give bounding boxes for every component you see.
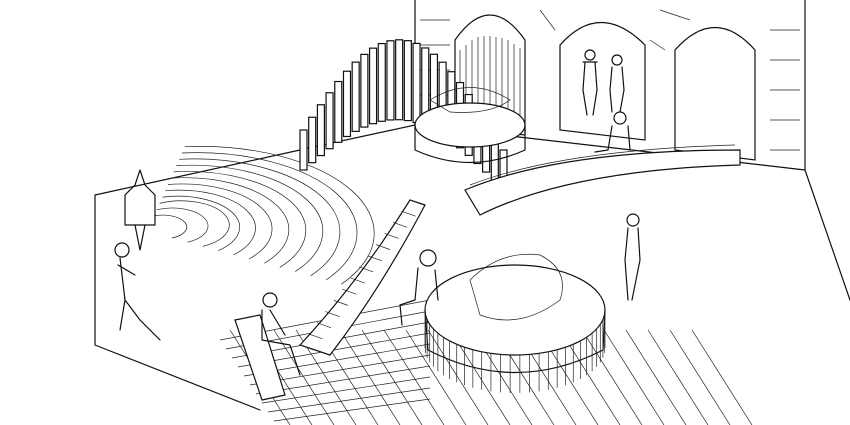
timber-post <box>403 40 412 122</box>
paving-line <box>405 329 467 425</box>
timber-post <box>325 92 334 150</box>
timber-post <box>351 61 360 132</box>
bench-slat <box>367 255 382 262</box>
paving-ring <box>181 152 358 281</box>
bench-slat <box>316 322 332 329</box>
paving-line <box>669 329 731 425</box>
paving-ring <box>165 189 256 256</box>
timber-post <box>334 80 343 143</box>
bench-slat <box>384 233 399 239</box>
bench-slat <box>342 288 357 295</box>
timber-post <box>368 47 378 125</box>
timber-post <box>299 129 308 171</box>
bench-slat <box>308 333 323 340</box>
small-bench <box>234 314 286 401</box>
paving-ring <box>173 171 307 268</box>
paving-ring <box>179 158 341 277</box>
seated-man <box>399 249 439 326</box>
bench-slat <box>299 344 315 351</box>
bench-slat <box>333 300 348 306</box>
paving-ring <box>170 177 290 264</box>
circular-paving <box>153 146 375 285</box>
timber-post <box>412 42 421 124</box>
bench-slat <box>376 244 391 250</box>
lantern-post <box>124 169 156 251</box>
seated-person-arcade <box>594 111 631 153</box>
paving-line <box>255 365 431 395</box>
curved-slatted-bench <box>298 199 426 356</box>
paving-line <box>267 387 431 413</box>
paving-ring <box>159 200 230 247</box>
standing-couple <box>582 49 625 116</box>
bench-slat <box>350 277 365 284</box>
paving-ring <box>153 214 188 239</box>
paving-ring <box>162 195 240 251</box>
paving-line <box>691 329 753 425</box>
paving-line <box>647 329 709 425</box>
seated-person-bench <box>261 292 301 376</box>
round-planter <box>424 253 606 393</box>
paving-ring <box>184 146 375 285</box>
paving-line <box>261 376 431 404</box>
paving-line <box>361 329 423 425</box>
bench-slat <box>409 199 425 206</box>
upper-planter <box>414 87 526 163</box>
paving-line <box>273 398 431 422</box>
timber-post <box>316 104 325 157</box>
bench-slat <box>325 311 340 317</box>
paving-ring <box>167 183 273 260</box>
paving-line <box>603 329 665 425</box>
paving-line <box>625 329 687 425</box>
paving-ring <box>176 164 324 272</box>
walking-person <box>114 242 161 341</box>
paving-line <box>339 329 401 425</box>
bench-slat <box>392 221 408 228</box>
standing-woman <box>624 213 641 301</box>
timber-post <box>342 70 352 138</box>
paving-line <box>273 329 335 425</box>
paving-line <box>383 329 445 425</box>
timber-post <box>360 53 369 128</box>
timber-post <box>308 116 317 164</box>
curved-bench-planter <box>464 144 741 216</box>
bench-slat <box>401 210 416 217</box>
timber-post <box>386 40 395 121</box>
timber-post <box>377 42 386 122</box>
paving-ring <box>156 207 209 243</box>
bench-slat <box>359 266 374 273</box>
timber-post <box>395 39 404 121</box>
paving-line <box>581 329 643 425</box>
arcade-building <box>414 0 806 171</box>
